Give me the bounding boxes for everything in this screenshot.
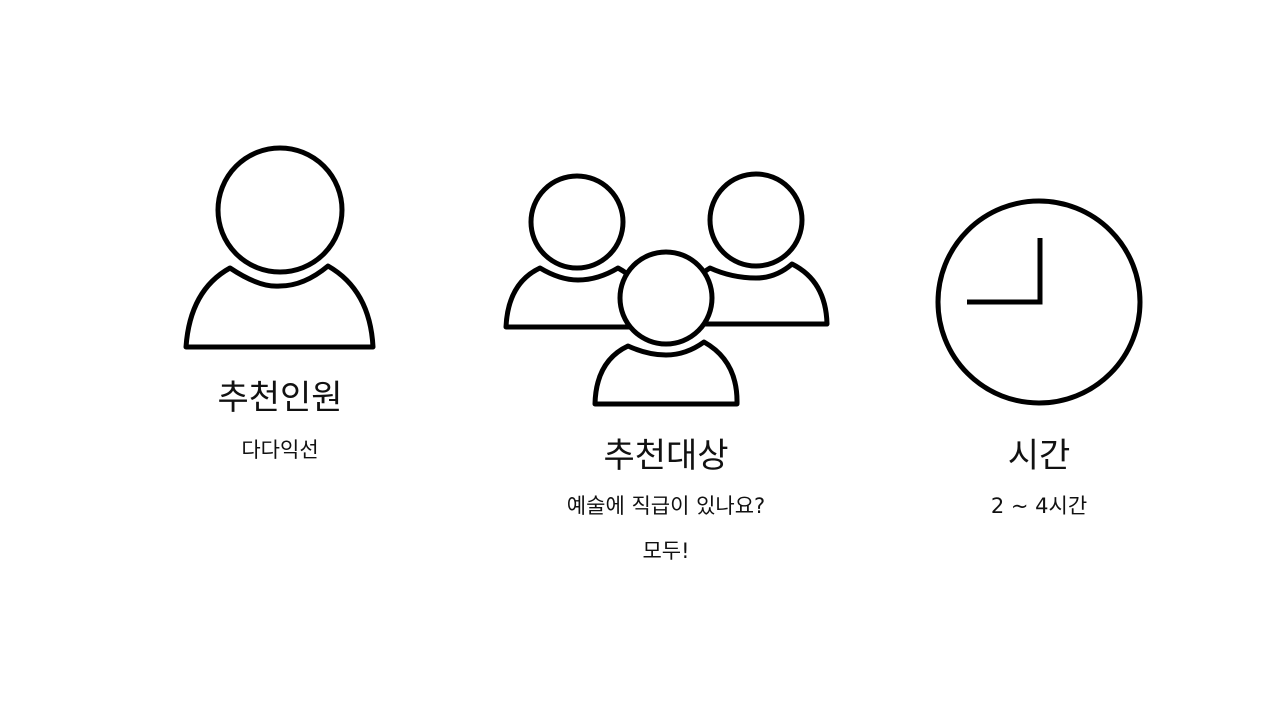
clock-icon — [932, 198, 1147, 413]
section-title-time: 시간 — [1007, 436, 1071, 476]
section-text-time: 2 ~ 4시간 — [990, 494, 1088, 518]
group-icon — [500, 165, 835, 410]
person-icon — [180, 140, 380, 355]
section-text-people: 다다익선 — [241, 438, 319, 462]
section-text-audience-line2: 모두! — [642, 539, 690, 563]
section-title-audience: 추천대상 — [603, 436, 729, 476]
section-text-audience-line1: 예술에 직급이 있나요? — [566, 494, 766, 518]
section-title-people: 추천인원 — [217, 378, 343, 418]
